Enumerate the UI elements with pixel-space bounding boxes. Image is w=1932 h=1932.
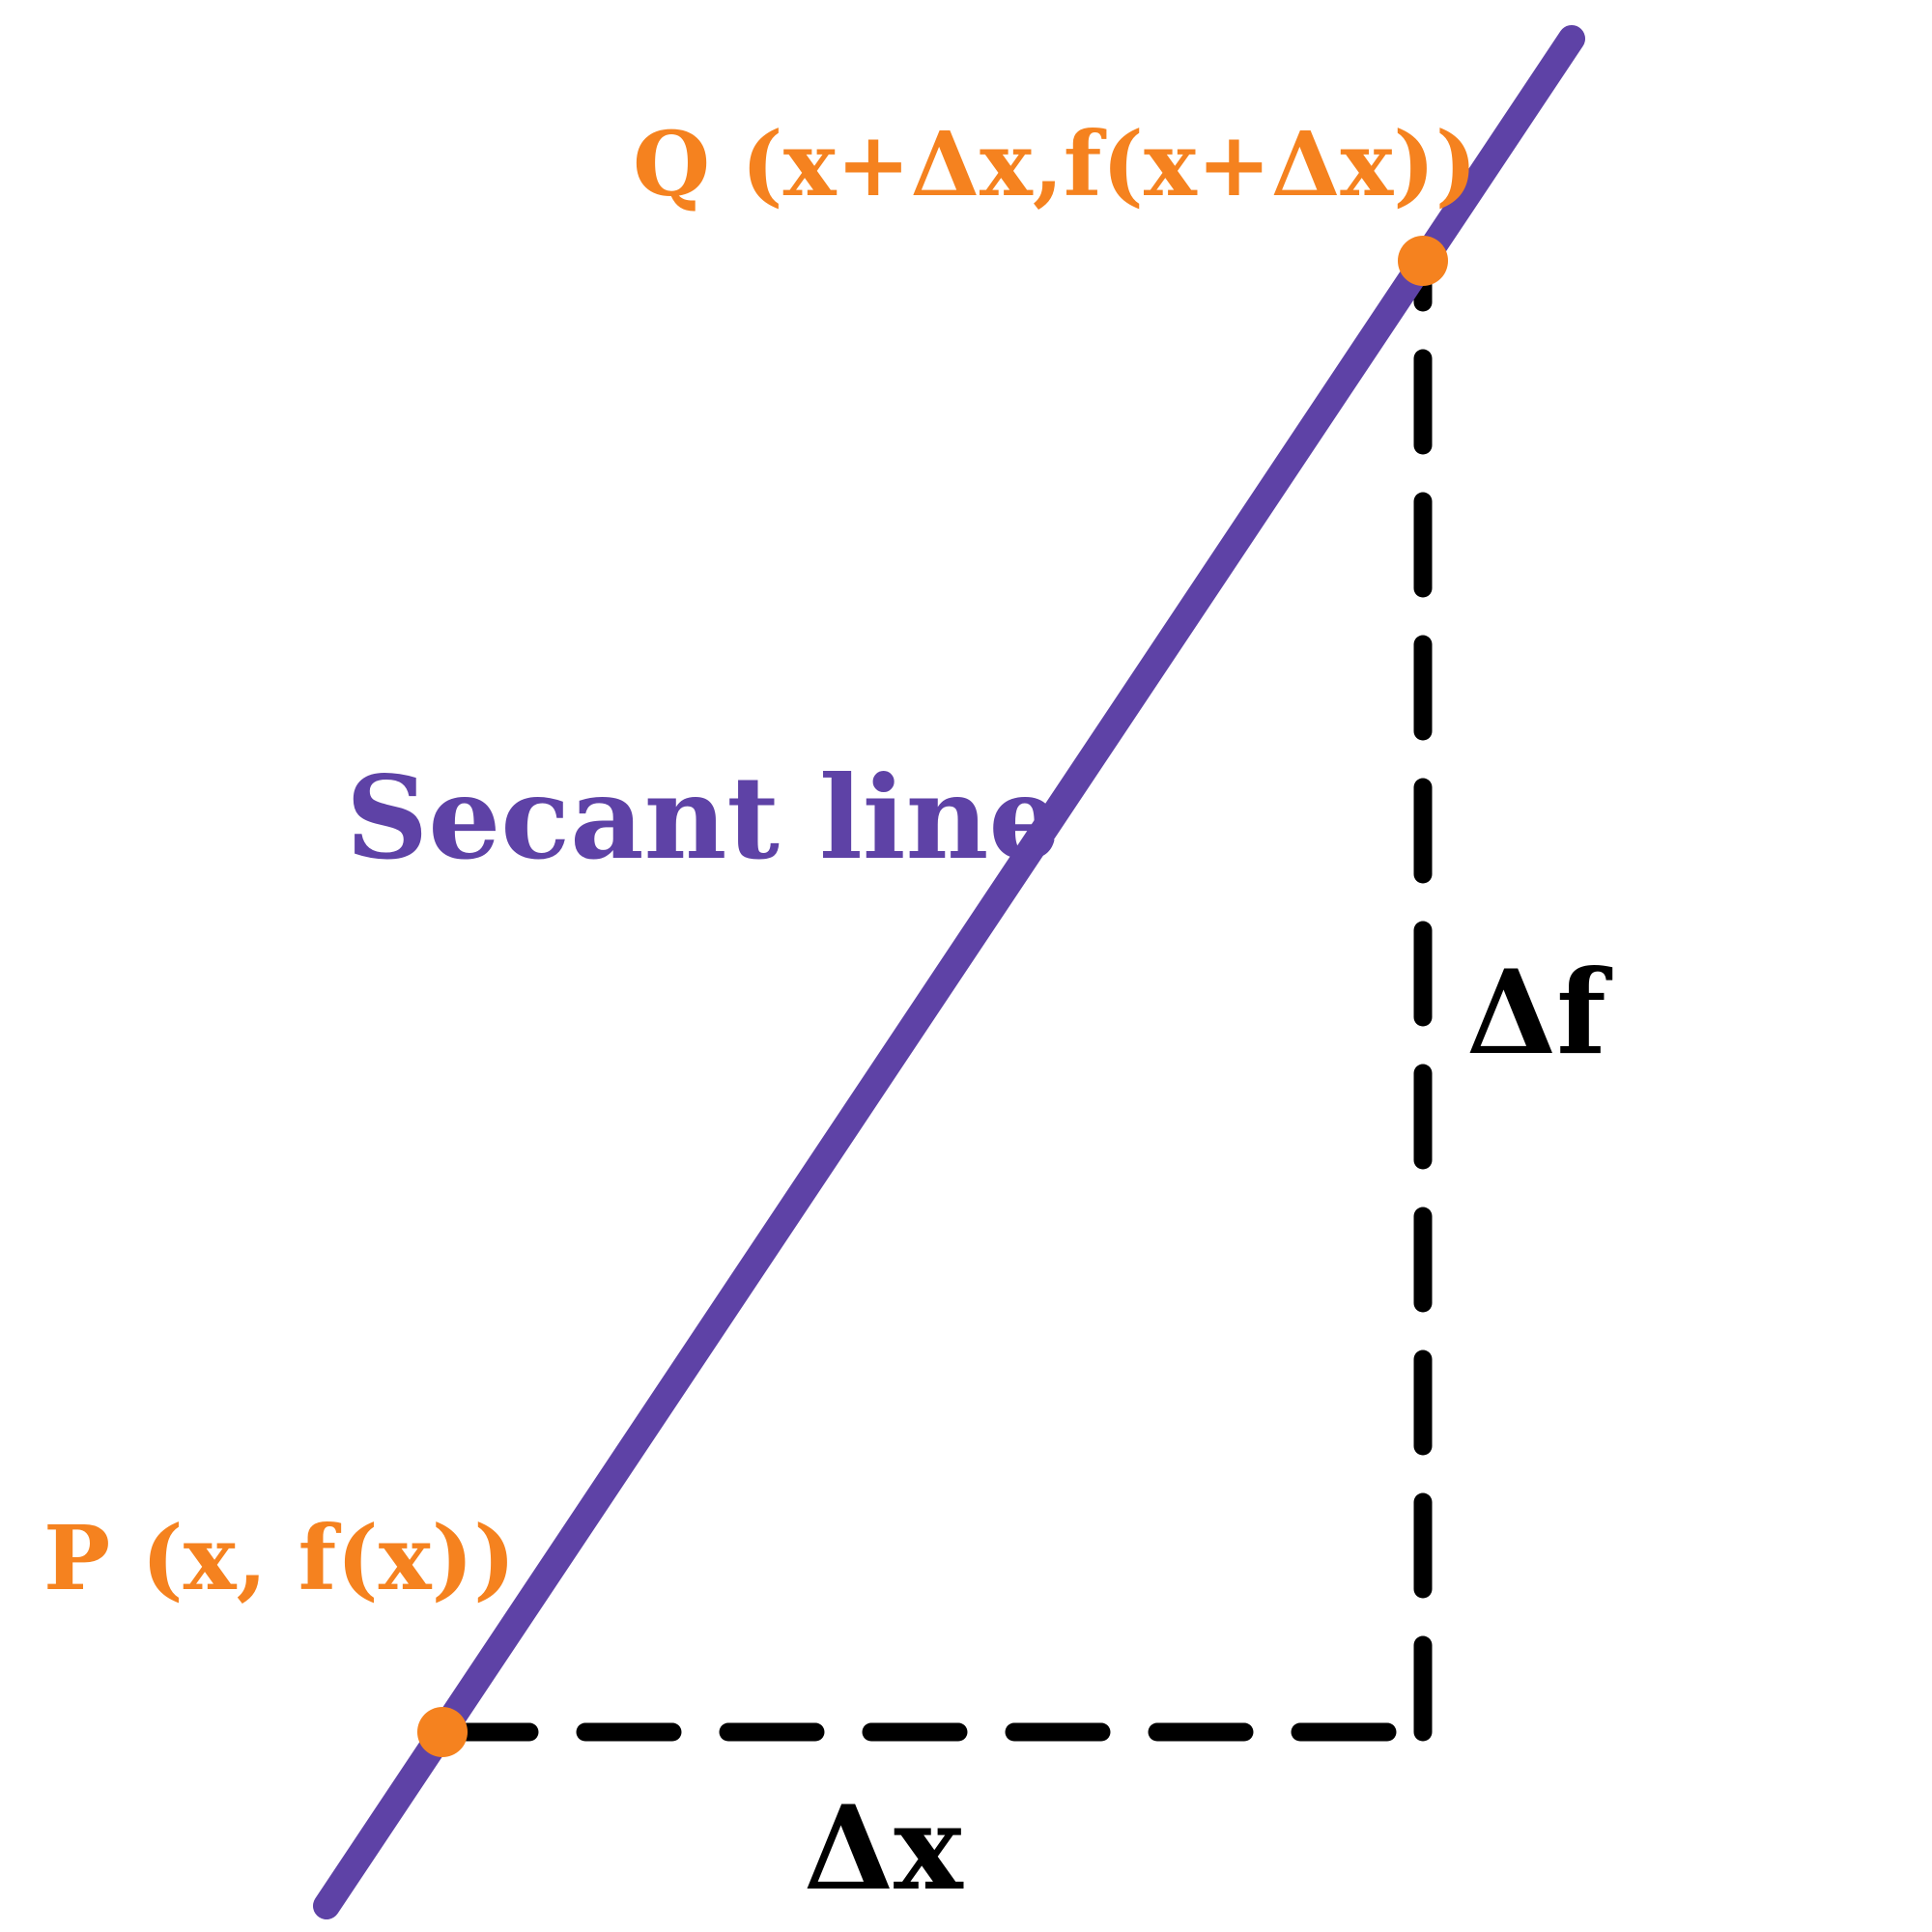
- point-p-marker: [417, 1707, 468, 1757]
- point-q-label: Q (x+Δx,f(x+Δx)): [633, 112, 1477, 216]
- point-p-label: P (x, f(x)): [43, 1506, 516, 1610]
- secant-line-label: Secant line: [346, 751, 1062, 885]
- delta-f-label: Δf: [1466, 945, 1613, 1081]
- secant-line: [313, 25, 1585, 1919]
- point-q-marker: [1398, 236, 1448, 286]
- delta-x-label: Δx: [804, 1780, 964, 1917]
